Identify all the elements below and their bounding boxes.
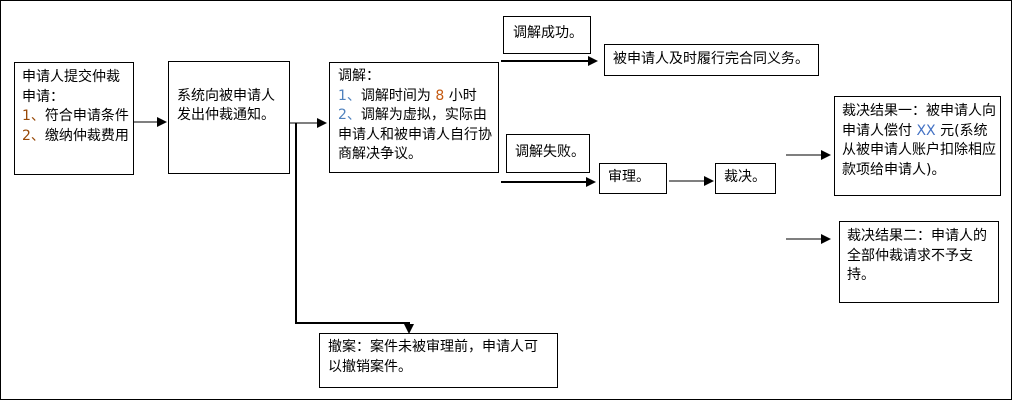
step-withdraw-case: 撤案：案件未被审理前，申请人可以撤销案件。	[319, 333, 558, 388]
step-submit-condition1: 1、符合申请条件	[22, 107, 130, 127]
mediation-item1-post: 小时	[444, 87, 477, 104]
mediation-item2-text: 调解为虚拟，实际由申请人和被申请人自行协商解决争议。	[338, 107, 492, 163]
fulfill-text: 被申请人及时履行完合同义务。	[613, 51, 809, 67]
mediation-fail-text: 调解失败。	[515, 144, 585, 160]
step-submit-line1: 申请人提交仲裁	[22, 69, 120, 85]
step-submit-line2: 申请：	[22, 88, 64, 105]
result1-amount: XX	[916, 122, 936, 139]
mediation-item1-number: 1、	[338, 87, 361, 104]
step-submit-condition2: 2、缴纳仲裁费用	[22, 127, 130, 147]
step-submit-application: 申请人提交仲裁 申请： 1、符合申请条件 2、缴纳仲裁费用	[14, 62, 134, 175]
result1-post: 元(系统从被申请人账户扣除相应款项给申请人)。	[842, 122, 996, 178]
step-result1: 裁决结果一：被申请人向申请人偿付 XX 元(系统从被申请人账户扣除相应款项给申请…	[834, 96, 1001, 196]
condition2-number: 2、	[22, 127, 45, 144]
condition1-text: 符合申请条件	[44, 108, 129, 125]
mediation-item1-pre: 调解时间为	[360, 87, 436, 104]
step-verdict: 裁决。	[715, 163, 776, 194]
mediation-title: 调解：	[338, 68, 380, 84]
result1-pre: 裁决结果一：被申请人向申请人偿付	[842, 103, 996, 139]
condition2-text: 缴纳仲裁费用	[44, 127, 129, 144]
verdict-text: 裁决。	[724, 169, 766, 185]
withdraw-text: 撤案：案件未被审理前，申请人可以撤销案件。	[328, 339, 538, 375]
mediation-hours-number: 8	[435, 87, 445, 104]
label-mediation-fail: 调解失败。	[506, 134, 590, 173]
step-result2: 裁决结果二：申请人的全部仲裁请求不予支持。	[839, 221, 999, 303]
label-mediation-success: 调解成功。	[503, 16, 591, 54]
step-system-notify-text: 系统向被申请人 发出仲裁通知。	[177, 87, 275, 124]
step-fulfill-contract: 被申请人及时履行完合同义务。	[604, 44, 819, 76]
mediation-success-text: 调解成功。	[513, 25, 583, 41]
result2-text: 裁决结果二：申请人的全部仲裁请求不予支持。	[847, 228, 987, 284]
step-trial: 审理。	[599, 163, 667, 194]
condition1-number: 1、	[22, 108, 45, 125]
step-mediation: 调解： 1、调解时间为 8 小时 2、调解为虚拟，实际由申请人和被申请人自行协商…	[329, 62, 499, 173]
step-system-notify: 系统向被申请人 发出仲裁通知。	[168, 61, 290, 174]
trial-text: 审理。	[608, 169, 650, 185]
mediation-item2-number: 2、	[338, 107, 361, 124]
